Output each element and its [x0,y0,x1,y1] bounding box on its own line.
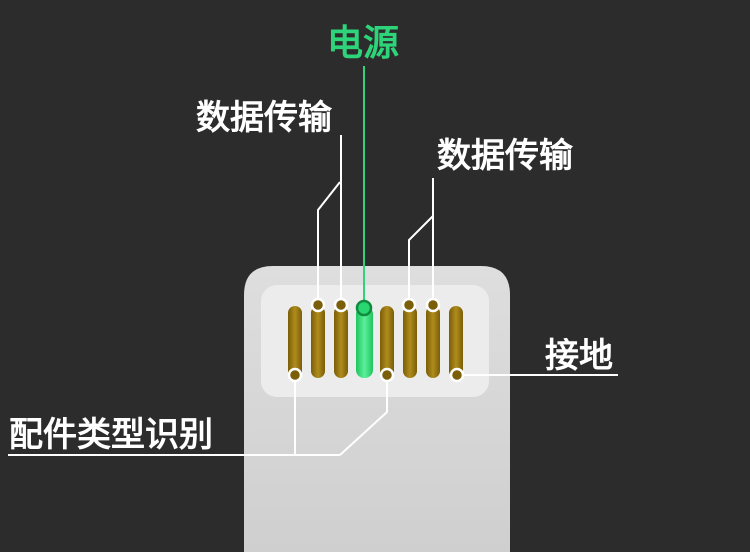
marker-pin-power [355,299,373,317]
pin-7 [426,306,440,378]
label-data-right: 数据传输 [437,136,573,176]
pin-4-power [356,306,373,378]
pin-3 [334,306,348,378]
label-data-left: 数据传输 [196,98,332,138]
marker-pin-7 [425,297,441,313]
pin-5 [380,306,394,378]
marker-pin-5 [379,367,395,383]
marker-pin-6 [401,297,417,313]
pin-6 [403,306,417,378]
pin-markers [287,297,465,383]
leader-accessory-id [8,375,388,456]
leader-data-left [317,135,342,305]
label-ground: 接地 [545,336,613,376]
marker-pin-8 [449,367,465,383]
label-accessory-id: 配件类型识别 [9,415,213,455]
marker-pin-1 [287,367,303,383]
marker-pin-2 [310,297,326,313]
leader-data-right [408,178,434,305]
marker-pin-3 [333,297,349,313]
label-power: 电源 [327,23,400,64]
pin-8 [449,306,463,378]
pin-2 [311,306,325,378]
pin-1 [288,306,302,378]
